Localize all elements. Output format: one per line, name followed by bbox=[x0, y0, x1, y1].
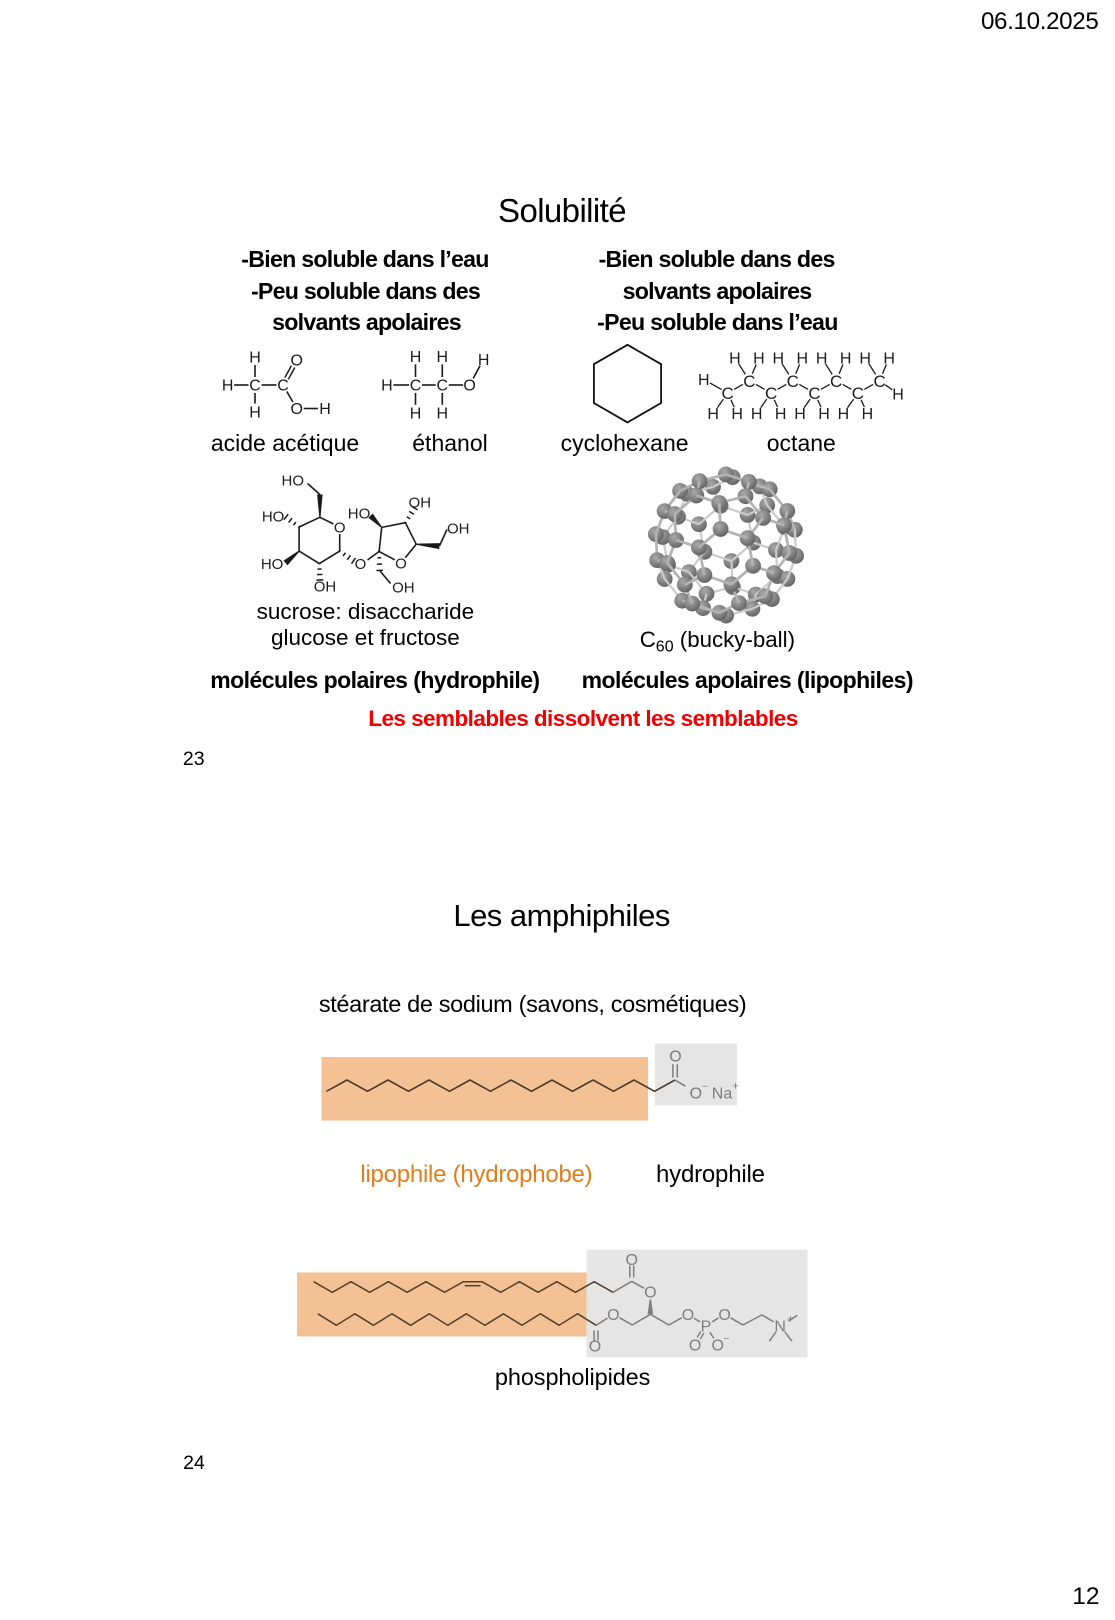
svg-text:O: O bbox=[290, 401, 302, 418]
svg-text:H: H bbox=[410, 349, 422, 366]
svg-text:H: H bbox=[249, 404, 261, 421]
svg-text:C: C bbox=[722, 384, 734, 403]
svg-text:C: C bbox=[830, 372, 842, 391]
svg-text:O: O bbox=[395, 556, 407, 573]
svg-text:H: H bbox=[773, 351, 785, 368]
svg-text:OH: OH bbox=[409, 495, 432, 512]
svg-text:C: C bbox=[277, 378, 289, 395]
svg-text:C: C bbox=[437, 378, 449, 395]
svg-text:C: C bbox=[249, 378, 261, 395]
svg-text:H: H bbox=[437, 349, 449, 366]
svg-text:C: C bbox=[410, 378, 422, 395]
svg-text:H: H bbox=[751, 406, 763, 423]
svg-text:−: − bbox=[724, 1334, 730, 1345]
svg-text:HO: HO bbox=[282, 472, 305, 489]
svg-text:H: H bbox=[381, 378, 393, 395]
svg-text:O: O bbox=[334, 519, 346, 536]
svg-text:H: H bbox=[818, 406, 830, 423]
svg-text:N: N bbox=[774, 1318, 786, 1335]
svg-text:Na: Na bbox=[712, 1085, 733, 1102]
svg-text:O: O bbox=[290, 353, 302, 370]
svg-text:O: O bbox=[625, 1252, 637, 1269]
svg-text:H: H bbox=[698, 372, 710, 389]
svg-text:OH: OH bbox=[392, 579, 415, 596]
svg-text:O: O bbox=[669, 1049, 681, 1066]
svg-text:O: O bbox=[711, 1338, 723, 1355]
svg-text:H: H bbox=[797, 351, 809, 368]
svg-text:OH: OH bbox=[314, 579, 337, 596]
svg-text:H: H bbox=[729, 351, 741, 368]
svg-text:C: C bbox=[873, 372, 885, 391]
svg-text:H: H bbox=[707, 406, 719, 423]
svg-text:H: H bbox=[883, 351, 895, 368]
svg-text:H: H bbox=[478, 352, 490, 369]
svg-text:H: H bbox=[222, 378, 234, 395]
svg-text:O: O bbox=[355, 556, 367, 573]
svg-text:H: H bbox=[775, 406, 787, 423]
svg-text:+: + bbox=[732, 1081, 738, 1093]
svg-text:HO: HO bbox=[262, 509, 285, 526]
svg-text:H: H bbox=[319, 401, 331, 418]
svg-text:O: O bbox=[589, 1339, 601, 1356]
svg-text:C: C bbox=[765, 384, 777, 403]
svg-text:H: H bbox=[892, 387, 904, 404]
svg-text:H: H bbox=[862, 406, 874, 423]
svg-text:H: H bbox=[816, 351, 828, 368]
svg-text:OH: OH bbox=[447, 520, 470, 537]
svg-text:P: P bbox=[701, 1318, 712, 1335]
svg-text:H: H bbox=[840, 351, 852, 368]
svg-text:O: O bbox=[690, 1085, 702, 1102]
svg-text:HO: HO bbox=[261, 556, 284, 573]
svg-text:H: H bbox=[437, 406, 449, 423]
svg-text:H: H bbox=[838, 406, 850, 423]
svg-text:H: H bbox=[859, 351, 871, 368]
svg-text:O: O bbox=[718, 1307, 730, 1324]
svg-text:HO: HO bbox=[348, 505, 371, 522]
svg-text:O: O bbox=[689, 1338, 701, 1355]
svg-text:C: C bbox=[787, 372, 799, 391]
svg-text:H: H bbox=[753, 351, 765, 368]
svg-text:O: O bbox=[463, 378, 475, 395]
svg-text:C: C bbox=[743, 372, 755, 391]
svg-text:O: O bbox=[607, 1307, 619, 1324]
svg-text:C: C bbox=[852, 384, 864, 403]
svg-text:O: O bbox=[644, 1285, 656, 1302]
svg-text:H: H bbox=[249, 350, 261, 367]
svg-text:C: C bbox=[808, 384, 820, 403]
svg-text:H: H bbox=[794, 406, 806, 423]
svg-text:−: − bbox=[702, 1082, 708, 1093]
svg-text:H: H bbox=[731, 406, 743, 423]
svg-text:H: H bbox=[410, 406, 422, 423]
svg-text:O: O bbox=[682, 1307, 694, 1324]
